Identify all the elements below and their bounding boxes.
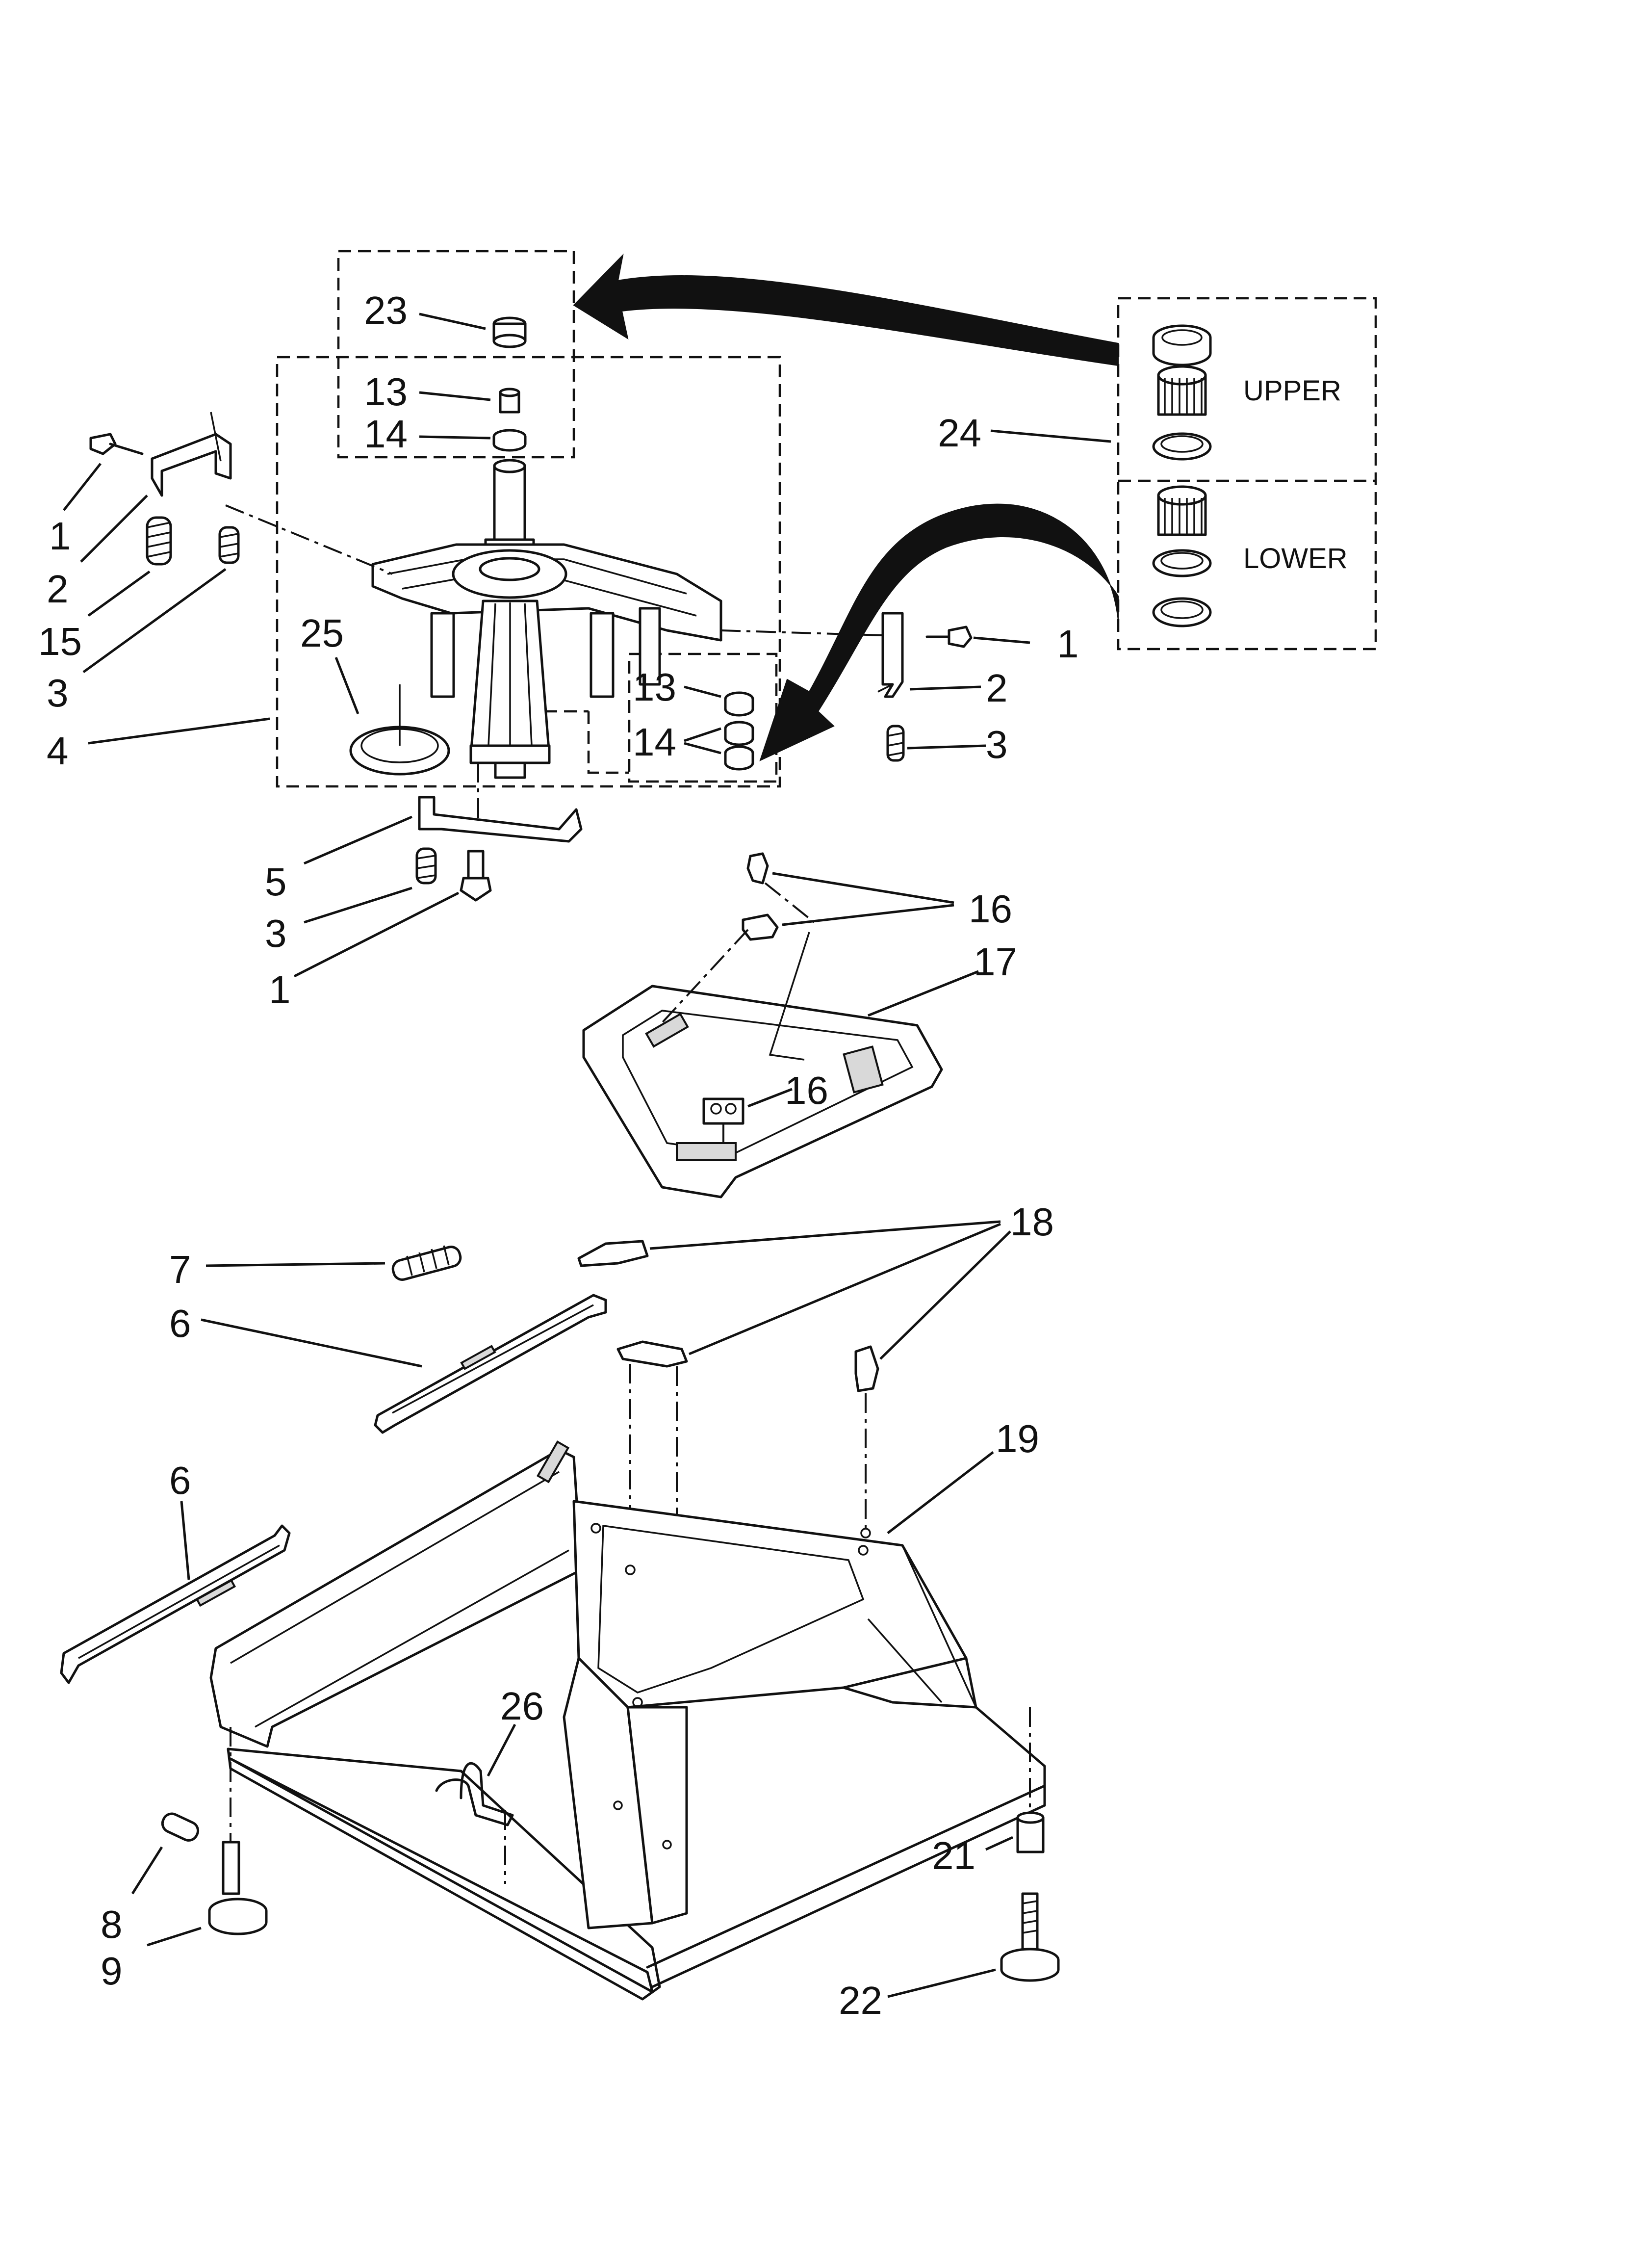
bushing-icon [492,429,527,452]
callout-8: 8 [101,1903,123,1946]
callout-6-lower: 6 [169,1459,191,1502]
tub-support-spider [225,459,883,824]
screw-icon [89,433,144,455]
callout-2-left: 2 [47,567,69,611]
callout-13-lower: 13 [633,665,676,709]
retainer-clip [435,1762,514,1826]
screw-icon [925,626,973,648]
kit-arrow-upper [573,253,1119,366]
center-bracket [418,796,583,843]
callout-6-upper: 6 [169,1302,191,1345]
callout-9: 9 [101,1949,123,1993]
bushing-icon [499,388,520,414]
bushing-icon [724,745,754,771]
kit-box-outline [1117,297,1377,651]
spring-icon [218,526,240,564]
callout-23: 23 [364,288,408,332]
clip-icon [702,1097,744,1125]
leader-lines [63,313,1111,1998]
callout-1-right: 1 [1057,622,1079,666]
bushing-box-upper [337,250,575,459]
left-bracket-group [89,412,240,566]
bushing-icon [1152,549,1212,577]
callout-21: 21 [932,1834,975,1877]
leveling-leg-right [1000,1811,1060,1982]
bushing-icon [1152,432,1212,461]
callout-18: 18 [1010,1200,1054,1244]
lower-bracket-group [415,796,583,902]
callout-2-right: 2 [986,666,1008,710]
callout-14-lower: 14 [633,720,676,764]
callout-3-right: 3 [986,723,1008,766]
callout-16-upper: 16 [969,887,1012,931]
snubber-pad [577,1240,649,1267]
lower-brace-group [60,1524,291,1684]
drive-assembly-group [225,250,883,824]
callout-5: 5 [265,860,287,904]
callout-13-upper: 13 [364,370,408,414]
right-bracket-group [877,612,973,762]
callout-15: 15 [38,620,82,663]
callout-25: 25 [300,611,344,655]
spring-icon [886,725,905,762]
leveling-leg-left [161,1812,268,1935]
clip-icon [742,913,779,941]
callout-17: 17 [974,940,1017,984]
callout-24: 24 [938,411,981,455]
callout-3-left: 3 [47,671,69,715]
tub-ring-group [582,852,943,1199]
callout-22: 22 [839,1979,882,2022]
suspension-ring [582,985,943,1199]
cabinet-base-frame [209,1440,1046,2001]
upper-brace-group [374,1240,879,1570]
kit-arrow-lower [759,503,1119,761]
bushing-icon [1152,597,1212,627]
bushing-icon [1152,324,1212,366]
assembly-box-4 [276,356,781,788]
bushing-icon [1016,1811,1045,1853]
callout-3-bracket: 3 [265,912,287,955]
bushing-kit-box: UPPER LOWER [1117,297,1377,651]
spring-icon [146,516,172,566]
screw-icon [460,850,492,902]
spring-icon [415,847,437,885]
ring-seal [349,684,450,776]
callout-14-upper: 14 [364,412,408,456]
clip-icon [746,852,769,885]
callout-7: 7 [169,1248,191,1291]
bushing-icon [492,316,527,348]
snubber-pad [616,1340,688,1368]
callout-1-bracket: 1 [269,968,291,1012]
callout-4: 4 [47,729,69,773]
kit-label-lower: LOWER [1243,543,1348,574]
bushing-icon [724,691,754,717]
kit-label-upper: UPPER [1243,375,1341,407]
mounting-bracket [881,612,904,698]
gear-icon [1157,365,1207,416]
callout-1-left: 1 [49,514,71,558]
callout-16-lower: 16 [785,1069,828,1112]
gear-icon [1157,485,1207,536]
snubber-pad [854,1345,879,1392]
bushing-icon [724,721,754,746]
callout-labels: 23 13 14 1 2 15 3 25 4 13 14 1 2 3 24 5 … [38,288,1079,2022]
spring-icon [391,1245,462,1281]
callout-19: 19 [996,1417,1039,1460]
cap-icon [161,1812,200,1842]
callout-26: 26 [500,1684,544,1728]
mounting-bracket [151,433,232,497]
